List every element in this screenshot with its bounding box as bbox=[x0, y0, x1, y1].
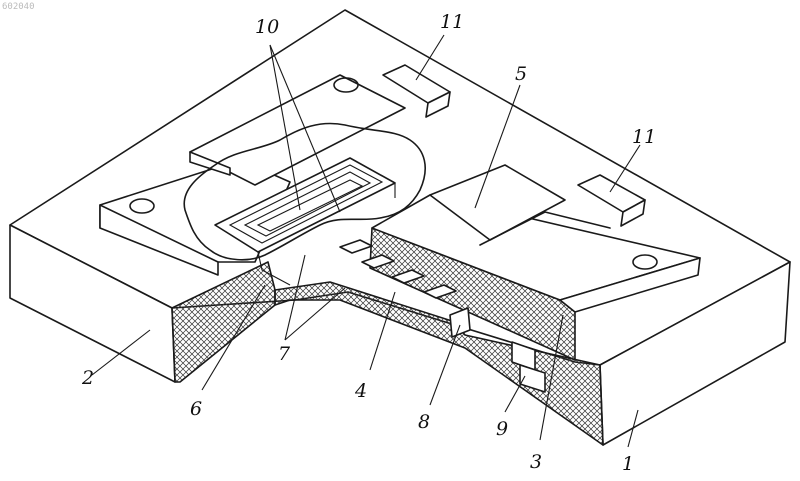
label-part-8: 8 bbox=[418, 411, 430, 433]
label-part-11b: 11 bbox=[632, 126, 656, 148]
label-part-4: 4 bbox=[354, 380, 367, 402]
label-part-9: 9 bbox=[496, 418, 508, 440]
watermark-text: 602040 bbox=[2, 2, 35, 12]
label-part-7: 7 bbox=[278, 343, 291, 365]
label-part-2: 2 bbox=[81, 367, 94, 389]
label-part-11a: 11 bbox=[440, 11, 464, 33]
label-part-10: 10 bbox=[255, 16, 279, 38]
label-part-1: 1 bbox=[622, 453, 634, 475]
label-part-5: 5 bbox=[515, 63, 527, 85]
label-part-3: 3 bbox=[530, 451, 542, 473]
label-part-6: 6 bbox=[190, 398, 202, 420]
